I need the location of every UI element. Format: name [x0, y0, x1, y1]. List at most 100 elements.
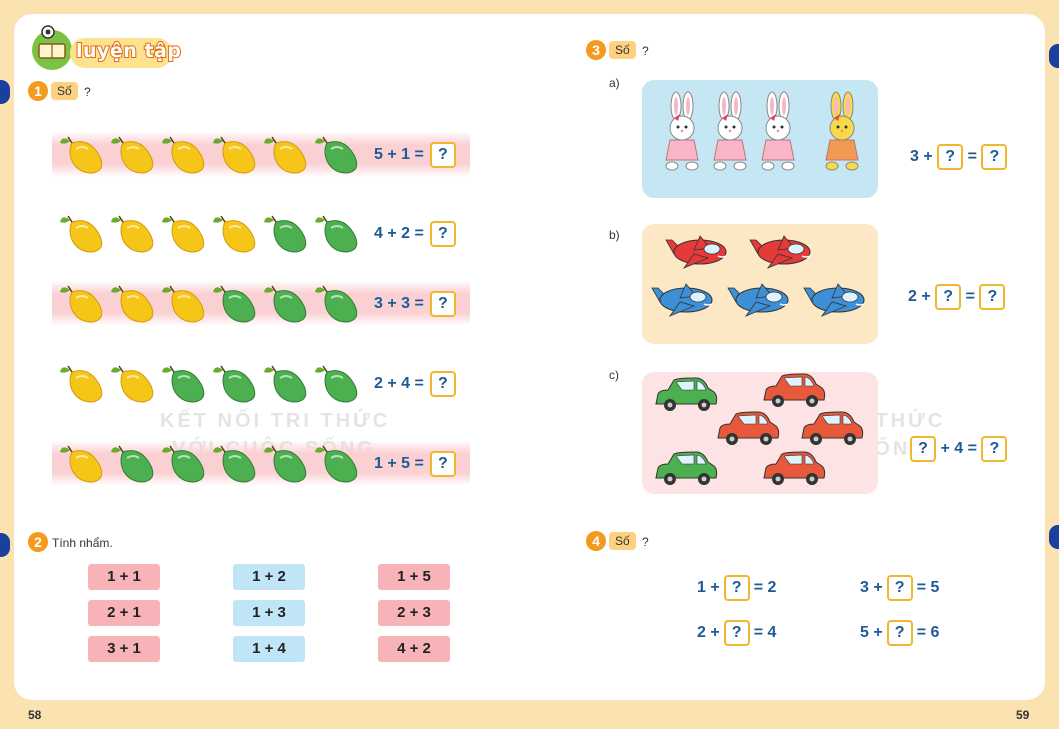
green-mango-icon	[315, 285, 358, 323]
exercise-4-question: ?	[642, 535, 649, 549]
equation-text: 3 + 3 =	[374, 295, 424, 313]
part-a-answer-box-2[interactable]: ?	[981, 144, 1008, 170]
page-edge-marker	[0, 533, 10, 557]
part-c-middle: + 4 =	[940, 440, 977, 458]
part-c-answer-box-1[interactable]: ?	[910, 436, 936, 462]
addition-equation: 2 + 4 =?	[374, 371, 456, 397]
mango-row	[60, 285, 358, 323]
mental-math-chip[interactable]: 4 + 2	[378, 636, 450, 662]
part-b-answer-box-1[interactable]: ?	[935, 284, 962, 310]
yellow-mango-icon	[60, 445, 103, 483]
missing-addend-equation: 2 +?= 4	[697, 620, 776, 646]
part-b-equation: 2 + ? = ?	[908, 284, 1006, 310]
exercise-1-question: ?	[84, 85, 91, 99]
blue-plane-icon	[803, 283, 865, 317]
yellow-mango-icon	[213, 215, 256, 253]
green-mango-icon	[213, 445, 256, 483]
part-a-equation: 3 + ? = ?	[910, 144, 1008, 170]
exercise-2-number: 2	[28, 532, 48, 552]
yellow-rabbit-icon	[825, 91, 859, 171]
green-mango-icon	[264, 215, 307, 253]
yellow-mango-icon	[60, 215, 103, 253]
equation-right: = 2	[753, 579, 777, 597]
mental-math-chip[interactable]: 2 + 1	[88, 600, 160, 626]
green-mango-icon	[315, 215, 358, 253]
rabbits-panel	[642, 80, 878, 198]
equation-left: 2 +	[697, 624, 720, 642]
mental-math-chip[interactable]: 1 + 2	[233, 564, 305, 590]
yellow-mango-icon	[111, 365, 154, 403]
exercise-4-number: 4	[586, 531, 606, 551]
mental-math-chip[interactable]: 1 + 1	[88, 564, 160, 590]
green-mango-icon	[213, 285, 256, 323]
part-c-letter: c)	[609, 368, 619, 382]
yellow-mango-icon	[60, 136, 103, 174]
yellow-mango-icon	[213, 136, 256, 174]
red-plane-icon	[665, 235, 727, 269]
equation-right: = 4	[753, 624, 777, 642]
yellow-mango-icon	[111, 215, 154, 253]
green-mango-icon	[315, 445, 358, 483]
mango-row	[60, 136, 358, 174]
planes-illustration	[651, 235, 865, 317]
page-edge-marker	[1049, 44, 1059, 68]
mango-row	[60, 215, 358, 253]
missing-addend-equation: 3 +?= 5	[860, 575, 939, 601]
orange-car-icon	[717, 411, 780, 445]
yellow-mango-icon	[162, 136, 205, 174]
yellow-mango-icon	[60, 285, 103, 323]
part-b-answer-box-2[interactable]: ?	[979, 284, 1006, 310]
cars-panel	[642, 372, 878, 494]
mental-math-chip[interactable]: 1 + 3	[233, 600, 305, 626]
part-b-left: 2 +	[908, 288, 931, 306]
green-car-icon	[655, 377, 718, 411]
answer-box[interactable]: ?	[723, 575, 750, 601]
green-mango-icon	[162, 445, 205, 483]
green-mango-icon	[111, 445, 154, 483]
orange-car-icon	[763, 373, 826, 407]
mental-math-chip[interactable]: 2 + 3	[378, 600, 450, 626]
mango-row	[60, 445, 358, 483]
book-logo-icon	[32, 25, 172, 70]
page-edge-marker	[0, 80, 10, 104]
yellow-mango-icon	[60, 365, 103, 403]
answer-box[interactable]: ?	[429, 221, 456, 247]
answer-box[interactable]: ?	[723, 620, 750, 646]
addition-equation: 3 + 3 =?	[374, 291, 456, 317]
yellow-mango-icon	[162, 215, 205, 253]
answer-box[interactable]: ?	[886, 575, 913, 601]
equation-right: = 5	[916, 579, 940, 597]
part-c-equation: ? + 4 = ?	[910, 436, 1008, 462]
yellow-mango-icon	[264, 136, 307, 174]
yellow-mango-icon	[111, 285, 154, 323]
answer-box[interactable]: ?	[429, 451, 456, 477]
page-title: luyện tập	[75, 39, 182, 63]
green-mango-icon	[264, 445, 307, 483]
answer-box[interactable]: ?	[886, 620, 913, 646]
exercise-2-label: Tính nhẩm.	[52, 536, 113, 550]
exercise-4-tag: Số	[609, 532, 636, 550]
green-mango-icon	[315, 365, 358, 403]
part-b-letter: b)	[609, 228, 620, 242]
green-mango-icon	[162, 365, 205, 403]
answer-box[interactable]: ?	[429, 371, 456, 397]
part-a-answer-box-1[interactable]: ?	[937, 144, 964, 170]
answer-box[interactable]: ?	[429, 291, 456, 317]
part-a-letter: a)	[609, 76, 620, 90]
orange-car-icon	[801, 411, 864, 445]
watermark-text: KẾT NỐI TRI THỨC	[160, 410, 391, 432]
mental-math-chip[interactable]: 1 + 5	[378, 564, 450, 590]
red-plane-icon	[749, 235, 811, 269]
mango-row	[60, 365, 358, 403]
part-c-answer-box-2[interactable]: ?	[981, 436, 1008, 462]
yellow-mango-icon	[162, 285, 205, 323]
page-number-right: 59	[1016, 708, 1030, 722]
page-number-left: 58	[28, 708, 42, 722]
answer-box[interactable]: ?	[429, 142, 456, 168]
mental-math-chip[interactable]: 3 + 1	[88, 636, 160, 662]
mental-math-chip[interactable]: 1 + 4	[233, 636, 305, 662]
white-rabbit-icon	[713, 91, 747, 171]
page-edge-marker	[1049, 525, 1059, 549]
addition-equation: 1 + 5 =?	[374, 451, 456, 477]
exercise-3-tag: Số	[609, 41, 636, 59]
